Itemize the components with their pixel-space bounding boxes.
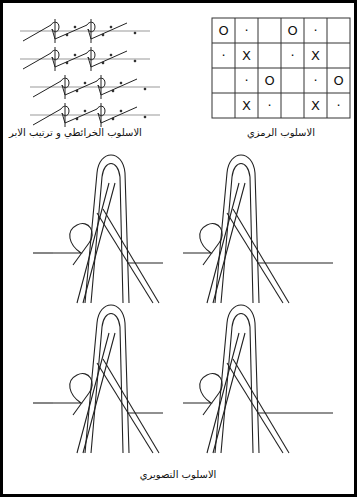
table-cell: O (258, 68, 281, 93)
table-cell: X (304, 93, 327, 118)
table-cell: · (235, 18, 258, 43)
table-cell: X (235, 93, 258, 118)
table-cell: · (304, 18, 327, 43)
style-caption: الاسلوب الخرائطي و ترتيب الابر (7, 127, 144, 138)
style-caption: الاسلوب التصويري (138, 469, 219, 480)
table-cell: O (212, 18, 235, 43)
table-cell: · (258, 93, 281, 118)
table-cell: · (235, 68, 258, 93)
table-cell: · (212, 43, 235, 68)
table-cell: O (281, 18, 304, 43)
style-caption: الاسلوب الرمزي (245, 127, 317, 138)
table-cell: · (304, 68, 327, 93)
table-cell: · (327, 93, 350, 118)
table-cell: X (304, 43, 327, 68)
knitting-illustrations (3, 3, 354, 494)
table-cell: X (235, 43, 258, 68)
table-cell: · (281, 43, 304, 68)
table-cell: O (327, 68, 350, 93)
